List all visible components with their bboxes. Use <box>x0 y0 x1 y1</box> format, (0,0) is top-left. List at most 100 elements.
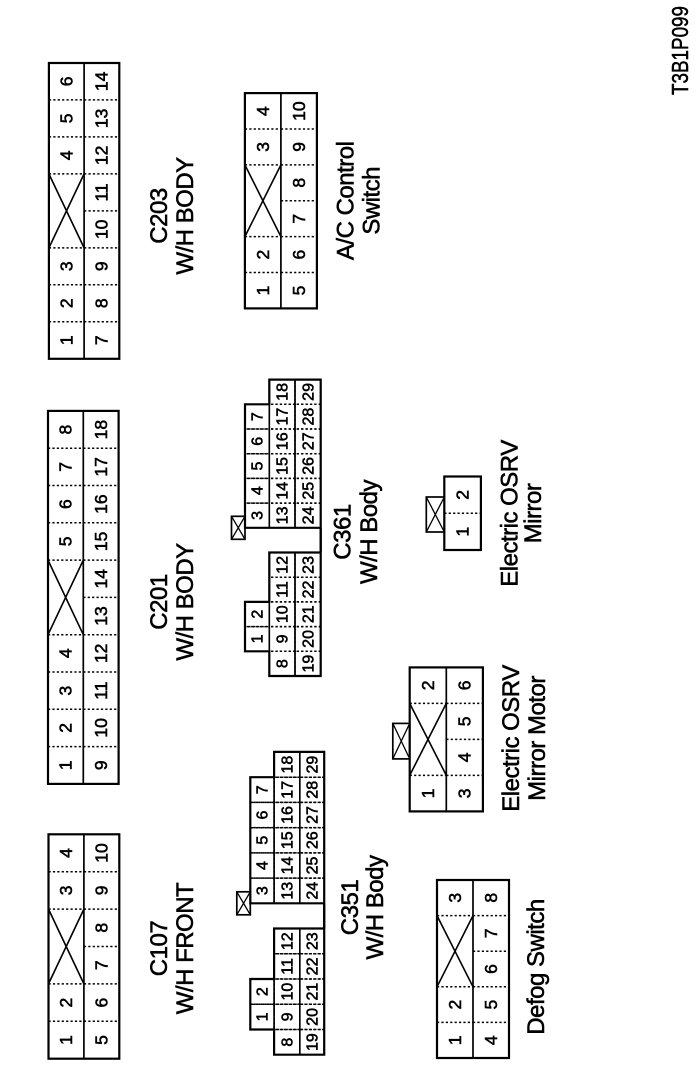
svg-text:5: 5 <box>481 1000 501 1010</box>
svg-text:8: 8 <box>92 923 112 933</box>
svg-text:9: 9 <box>92 261 112 271</box>
svg-text:15: 15 <box>280 831 297 849</box>
svg-text:Mirror Motor: Mirror Motor <box>524 676 551 801</box>
svg-text:3: 3 <box>255 886 272 895</box>
svg-text:11: 11 <box>275 581 292 598</box>
svg-text:18: 18 <box>275 383 292 401</box>
svg-text:10: 10 <box>91 718 111 738</box>
svg-text:6: 6 <box>289 250 309 260</box>
svg-text:17: 17 <box>280 781 297 799</box>
svg-text:21: 21 <box>300 605 317 623</box>
svg-text:1: 1 <box>418 789 438 799</box>
svg-text:14: 14 <box>92 71 112 91</box>
svg-text:4: 4 <box>481 1035 501 1045</box>
svg-text:28: 28 <box>300 408 317 426</box>
svg-text:16: 16 <box>275 432 292 450</box>
svg-text:Electric OSRV: Electric OSRV <box>497 440 524 587</box>
svg-text:13: 13 <box>91 606 111 625</box>
svg-text:1: 1 <box>445 1035 465 1045</box>
svg-text:21: 21 <box>305 983 322 1001</box>
svg-text:2: 2 <box>445 1000 465 1010</box>
svg-text:14: 14 <box>275 482 292 500</box>
svg-text:13: 13 <box>275 506 292 524</box>
svg-text:28: 28 <box>305 781 322 799</box>
svg-text:C361: C361 <box>330 504 357 560</box>
svg-text:9: 9 <box>289 142 309 152</box>
svg-text:4: 4 <box>56 648 76 658</box>
svg-text:7: 7 <box>289 214 309 224</box>
svg-text:10: 10 <box>275 605 292 623</box>
svg-text:2: 2 <box>453 490 473 500</box>
svg-text:12: 12 <box>275 556 292 574</box>
svg-text:23: 23 <box>305 932 322 950</box>
svg-text:3: 3 <box>455 789 475 799</box>
svg-text:4: 4 <box>455 752 475 762</box>
svg-text:3: 3 <box>445 893 465 903</box>
svg-text:10: 10 <box>92 219 112 239</box>
svg-text:11: 11 <box>91 682 111 700</box>
svg-text:25: 25 <box>300 482 317 500</box>
svg-text:1: 1 <box>56 1035 76 1045</box>
svg-text:C201: C201 <box>146 574 173 630</box>
svg-text:22: 22 <box>300 581 317 599</box>
svg-text:3: 3 <box>253 142 273 152</box>
svg-text:12: 12 <box>280 932 297 950</box>
svg-text:10: 10 <box>289 101 309 121</box>
svg-text:4: 4 <box>57 150 77 160</box>
svg-text:23: 23 <box>300 556 317 574</box>
svg-text:27: 27 <box>305 806 322 824</box>
svg-text:2: 2 <box>56 723 76 733</box>
svg-text:W/H BODY: W/H BODY <box>172 157 199 275</box>
svg-text:24: 24 <box>300 506 317 524</box>
svg-text:W/H FRONT: W/H FRONT <box>172 882 199 1014</box>
svg-text:13: 13 <box>280 882 297 900</box>
svg-text:9: 9 <box>91 760 111 770</box>
svg-text:3: 3 <box>250 511 267 520</box>
svg-text:W/H Body: W/H Body <box>362 855 389 960</box>
svg-text:26: 26 <box>300 457 317 475</box>
svg-text:16: 16 <box>280 806 297 824</box>
svg-text:8: 8 <box>481 893 501 903</box>
svg-text:10: 10 <box>92 843 112 863</box>
svg-text:6: 6 <box>57 77 77 87</box>
svg-text:1: 1 <box>453 527 473 537</box>
svg-text:4: 4 <box>253 106 273 116</box>
svg-text:13: 13 <box>92 109 112 128</box>
svg-text:27: 27 <box>300 432 317 450</box>
svg-text:6: 6 <box>255 810 272 819</box>
svg-text:17: 17 <box>91 457 111 476</box>
svg-text:8: 8 <box>289 178 309 188</box>
svg-text:8: 8 <box>56 425 76 435</box>
svg-text:12: 12 <box>92 146 112 165</box>
svg-text:3: 3 <box>57 261 77 271</box>
svg-text:6: 6 <box>56 499 76 509</box>
svg-text:1: 1 <box>250 634 267 643</box>
svg-text:2: 2 <box>56 998 76 1008</box>
svg-text:2: 2 <box>250 610 267 619</box>
svg-text:8: 8 <box>275 659 292 668</box>
svg-text:25: 25 <box>305 857 322 875</box>
svg-text:T3B1P099: T3B1P099 <box>667 6 693 95</box>
svg-text:4: 4 <box>56 848 76 858</box>
svg-text:6: 6 <box>455 681 475 691</box>
svg-text:3: 3 <box>56 886 76 896</box>
svg-text:5: 5 <box>455 717 475 727</box>
svg-text:6: 6 <box>250 437 267 446</box>
svg-text:5: 5 <box>250 461 267 470</box>
svg-text:6: 6 <box>481 964 501 974</box>
svg-text:20: 20 <box>305 1008 322 1026</box>
svg-text:7: 7 <box>255 785 272 794</box>
svg-text:11: 11 <box>92 183 112 201</box>
svg-text:9: 9 <box>92 886 112 896</box>
svg-text:Mirror: Mirror <box>520 483 547 543</box>
svg-text:17: 17 <box>275 408 292 426</box>
svg-text:15: 15 <box>275 457 292 475</box>
svg-text:Switch: Switch <box>359 167 386 235</box>
svg-text:10: 10 <box>280 983 297 1001</box>
svg-text:W/H BODY: W/H BODY <box>172 543 199 661</box>
svg-text:16: 16 <box>91 494 111 513</box>
svg-text:7: 7 <box>56 462 76 472</box>
svg-text:19: 19 <box>305 1033 322 1051</box>
svg-text:18: 18 <box>280 756 297 774</box>
svg-text:19: 19 <box>300 655 317 673</box>
